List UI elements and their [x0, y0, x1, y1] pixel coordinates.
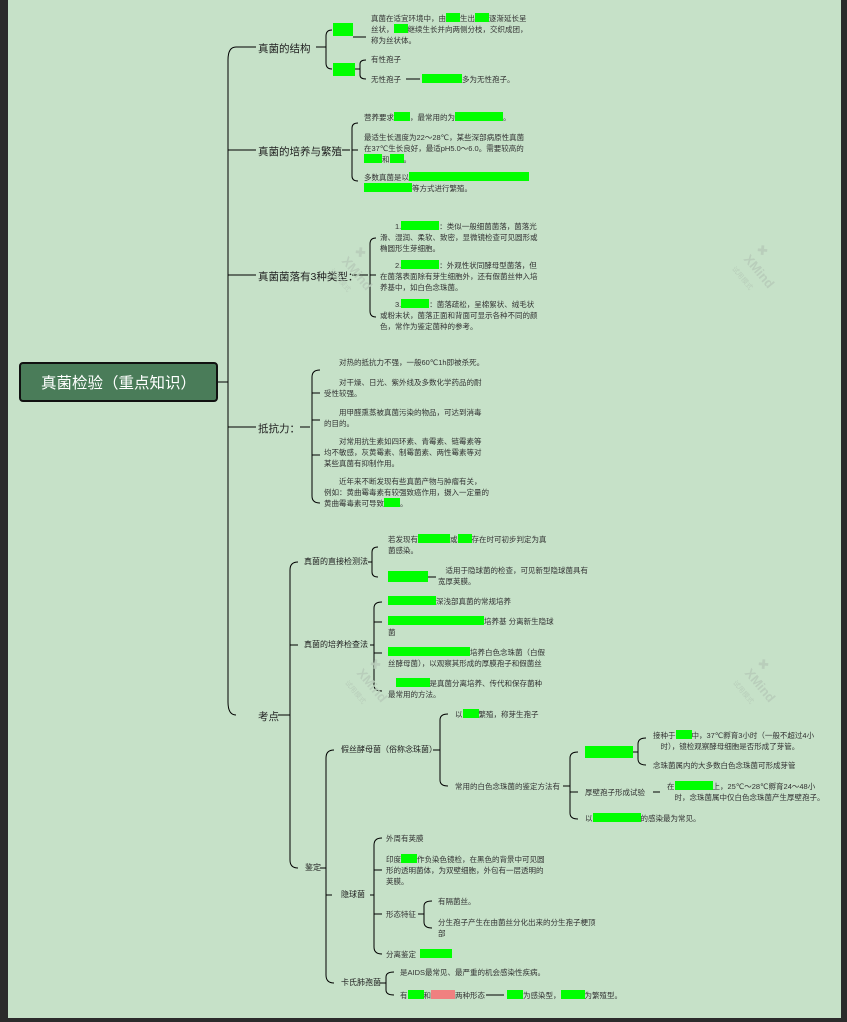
resistance-formaldehyde: 用甲醛熏蒸被真菌污染的物品，可达到消毒 的目的。	[324, 408, 482, 428]
exam-identification: 鉴定	[305, 863, 321, 872]
mindmap-canvas: 真菌检验（重点知识） 真菌的结构 真菌的培养与繁殖 真菌菌落有3种类型： 抵抗力…	[8, 0, 841, 1018]
colony-type-1: 1.：类似一般细菌菌落，菌落光 滑、湿润、柔软、致密，显微镜检查可见圆形或 椭圆…	[380, 221, 538, 253]
branch-resistance: 抵抗力：	[258, 423, 300, 435]
structure-hypha-text: 真菌在适宜环境中，由生出逐渐延长呈 丝状，继续生长并向两侧分枝，交织成团， 称为…	[371, 13, 528, 45]
pneumocystis-node: 卡氏肺孢菌	[341, 978, 381, 987]
connector-lines	[218, 29, 660, 996]
colony-type-3: 3.：菌落疏松，呈棉絮状、绒毛状 或粉末状，菌落正面和背面可显示各种不同的颜 色…	[380, 299, 538, 331]
exam-direct: 真菌的直接检测法	[304, 557, 368, 566]
branch-exam: 考点	[258, 711, 279, 723]
highlight-box	[333, 63, 355, 76]
crypto-capsule: 外周有荚膜	[386, 834, 424, 843]
candida-infection: 以的感染最为常见。	[585, 813, 701, 823]
highlight-box	[388, 571, 428, 582]
branch-culture: 真菌的培养与繁殖	[258, 146, 342, 158]
candida-node: 假丝酵母菌（俗称念珠菌）	[341, 745, 437, 754]
chlamydospore-test: 厚壁孢子形成试验	[585, 788, 645, 797]
asexual-spore-note: 多为无性孢子。	[422, 74, 515, 85]
crypto-morphology: 形态特征	[386, 910, 416, 919]
culture-medium-4: 是真菌分离培养、传代和保存菌种 最常用的方法。	[388, 678, 542, 699]
chlamydospore-procedure: 在上，25℃～28℃孵育24～48小 时，念珠菌属中仅白色念珠菌产生厚壁孢子。	[667, 781, 825, 802]
morph-conidia: 分生孢子产生在由菌丝分化出来的分生孢子梗顶 部	[438, 918, 596, 938]
pneumo-types: 为感染型，为繁殖型。	[507, 990, 622, 1001]
resistance-dryness: 对干燥、日光、紫外线及多数化学药品的耐 受性较强。	[324, 378, 482, 398]
root-topic: 真菌检验（重点知识）	[19, 362, 218, 402]
highlight-box	[585, 746, 633, 758]
candida-budding: 以繁殖，称芽生孢子	[455, 709, 539, 719]
crypto-india-ink: 印度作负染色镜检，在黑色的背景中可见圆 形的透明菌体，为双壁细胞，外包有一层透明…	[386, 854, 545, 886]
culture-medium-1: 深浅部真菌的常规培养	[388, 596, 511, 607]
resistance-aflatoxin: 近年来不断发现有些真菌产物与肿瘤有关， 例如：黄曲霉毒素有较强致癌作用，摄入一定…	[324, 477, 489, 508]
pneumo-forms: 有和两种形态	[400, 990, 485, 1000]
pneumo-aids: 是AIDS最常见、最严重的机会感染性疾病。	[400, 968, 546, 977]
crypto-isolation: 分离鉴定	[386, 949, 452, 960]
exam-culture: 真菌的培养检查法	[304, 640, 368, 649]
culture-temperature: 最适生长温度为22～28℃，某些深部病原性真菌 在37℃生长良好，最适pH5.0…	[364, 133, 525, 164]
culture-medium-2: 培养基 分离新生隐球 菌	[388, 616, 554, 637]
germ-tube-procedure: 接种于中，37℃孵育3小时（一般不超过4小 时），镜检观察酵母细胞是否形成了芽管…	[653, 730, 815, 751]
culture-nutrition: 营养要求，最常用的为。	[364, 112, 511, 122]
sexual-spore: 有性孢子	[371, 55, 401, 64]
direct-ink-stain: 适用于隐球菌的检查，可见新型隐球菌具有 宽厚荚膜。	[438, 566, 588, 586]
resistance-antibiotics: 对常用抗生素如四环素、青霉素、链霉素等 均不敏感，灰黄霉素、制霉菌素、两性霉素等…	[324, 437, 482, 468]
germ-tube-result: 念珠菌属内的大多数白色念珠菌可形成芽管	[653, 761, 796, 770]
candida-methods: 常用的白色念珠菌的鉴定方法有	[455, 782, 560, 791]
colony-type-2: 2.：外观性状同酵母型菌落，但 在菌落表面除有芽生细胞外，还有假菌丝伸入培 养基…	[380, 260, 538, 292]
asexual-spore: 无性孢子	[371, 75, 401, 84]
cryptococcus-node: 隐球菌	[341, 890, 365, 899]
branch-structure: 真菌的结构	[258, 43, 311, 55]
direct-hypha-spore: 若发现有或存在时可初步判定为真 菌感染。	[388, 534, 547, 555]
culture-reproduction: 多数真菌是以 等方式进行繁殖。	[364, 172, 529, 194]
resistance-heat: 对热的抵抗力不强，一般60℃1h即被杀死。	[339, 358, 485, 367]
morph-septate: 有隔菌丝。	[438, 897, 476, 906]
highlight-box	[333, 23, 353, 36]
branch-colony: 真菌菌落有3种类型：	[258, 271, 359, 283]
culture-medium-3: 培养白色念珠菌（白假 丝酵母菌），以观察其形成的厚膜孢子和假菌丝	[388, 647, 545, 668]
